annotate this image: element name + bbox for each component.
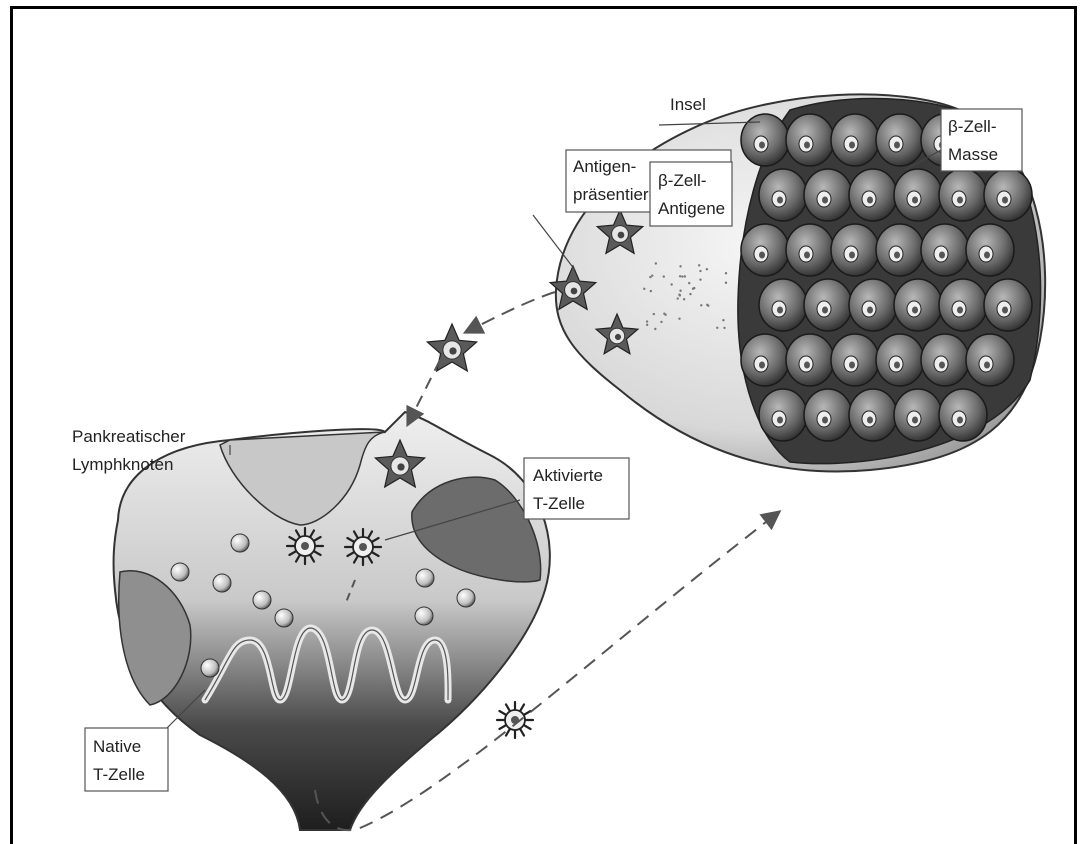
t-cell-icon [231,534,249,552]
antigen-presenting-cell-icon [427,324,476,371]
svg-text:Aktivierte: Aktivierte [533,466,603,485]
beta-cell-icon [966,334,1014,386]
label-beta-zell-antigene: β-Zell- Antigene [650,162,732,226]
beta-cell-icon [786,114,834,166]
label-aktivierte-t-zelle: Aktivierte T-Zelle [524,458,629,519]
beta-cell-icon [849,389,897,441]
svg-text:β-Zell-: β-Zell- [948,117,997,136]
beta-cell-icon [939,389,987,441]
t-cell-icon [416,569,434,587]
label-beta-zell-masse: β-Zell- Masse [941,109,1022,171]
t-cell-icon [457,589,475,607]
beta-cell-icon [939,279,987,331]
beta-cell-icon [831,334,879,386]
beta-cell-icon [849,169,897,221]
t-cell-icon [415,607,433,625]
svg-text:Native: Native [93,737,141,756]
svg-text:Lymphknoten: Lymphknoten [72,455,173,474]
svg-text:T-Zelle: T-Zelle [93,765,145,784]
beta-cell-icon [894,169,942,221]
beta-cell-icon [741,334,789,386]
label-insel: Insel [670,95,706,114]
beta-cell-icon [966,224,1014,276]
svg-text:Antigene: Antigene [658,199,725,218]
beta-cell-icon [939,169,987,221]
svg-text:Masse: Masse [948,145,998,164]
beta-cell-icon [876,334,924,386]
t-cell-icon [275,609,293,627]
beta-cell-icon [831,224,879,276]
t-cell-icon [201,659,219,677]
label-pankreatischer-lymphknoten: Pankreatischer Lymphknoten [72,427,186,474]
beta-cell-icon [741,224,789,276]
beta-cell-icon [786,334,834,386]
beta-cell-icon [876,224,924,276]
t-cell-icon [253,591,271,609]
svg-text:β-Zell-: β-Zell- [658,171,707,190]
label-native-t-zelle: Native T-Zelle [85,728,168,791]
beta-cell-icon [984,169,1032,221]
beta-cell-icon [984,279,1032,331]
beta-cell-icon [921,334,969,386]
svg-text:Insel: Insel [670,95,706,114]
t-cell-icon [497,702,533,738]
beta-cell-icon [804,169,852,221]
beta-cell-icon [849,279,897,331]
svg-text:T-Zelle: T-Zelle [533,494,585,513]
t-cell-icon [171,563,189,581]
svg-text:Pankreatischer: Pankreatischer [72,427,186,446]
beta-cell-icon [804,279,852,331]
svg-text:Antigen-: Antigen- [573,157,636,176]
t-cell-icon [213,574,231,592]
beta-cell-icon [759,279,807,331]
beta-cell-icon [894,279,942,331]
beta-cell-icon [876,114,924,166]
beta-cell-icon [759,389,807,441]
beta-cell-icon [921,224,969,276]
lymph-node-icon [114,412,550,830]
beta-cell-icon [831,114,879,166]
beta-cell-icon [804,389,852,441]
beta-cell-icon [786,224,834,276]
beta-cell-icon [759,169,807,221]
beta-cell-icon [894,389,942,441]
